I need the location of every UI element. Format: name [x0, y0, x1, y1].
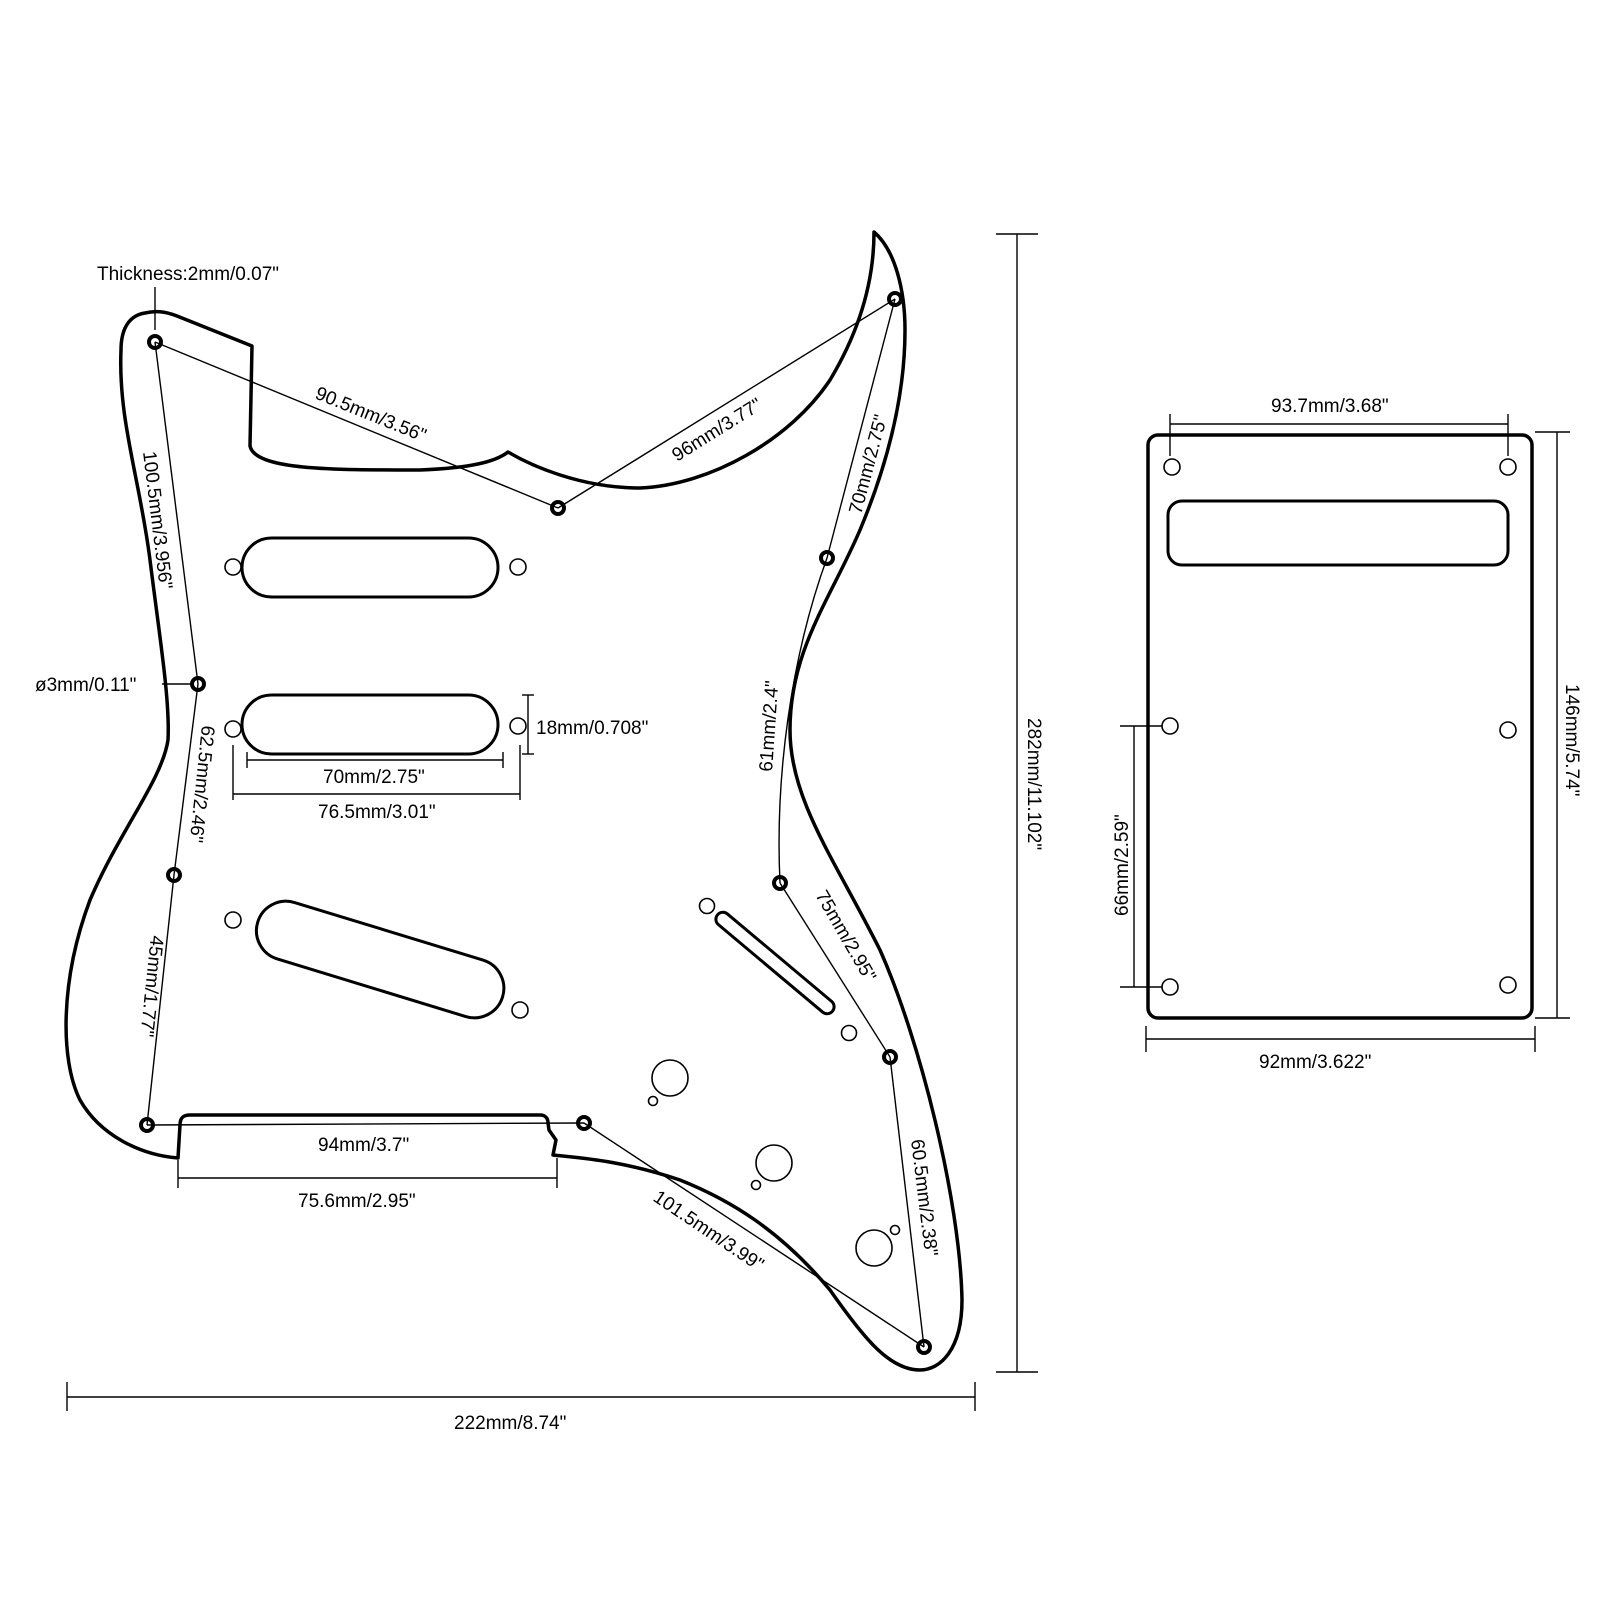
backplate-hole-span-dimension [1120, 725, 1162, 988]
switch-slot [714, 910, 836, 1016]
pot-pin-hole [647, 1095, 659, 1107]
right-lower-label: 75mm/2.95" [811, 887, 880, 986]
pickup-height-dimension [522, 694, 534, 755]
backplate-hole [1161, 717, 1179, 735]
backplate-top-span-dimension [1169, 414, 1509, 456]
overall-height-dimension [996, 233, 1038, 1373]
switch-screw-hole [698, 897, 716, 915]
pot-pin-hole [750, 1179, 762, 1191]
left-lower-label: 45mm/1.77" [135, 934, 167, 1037]
pickup-screw-hole [224, 911, 242, 929]
hole-diameter-label: ø3mm/0.11" [35, 675, 136, 696]
overall-width-label: 222mm/8.74" [454, 1413, 566, 1434]
backplate-height-dimension [1535, 431, 1570, 1019]
right-middle-label: 61mm/2.4" [756, 680, 783, 772]
pickup-screw-span-label: 76.5mm/3.01" [318, 802, 436, 823]
pickup-length-dimension [246, 752, 504, 768]
thickness-label: Thickness:2mm/0.07" [97, 264, 279, 285]
hole-span-lines [146, 298, 925, 1348]
backplate-height-label: 146mm/5.74" [1561, 684, 1582, 796]
pot-pin-hole [889, 1224, 901, 1236]
backplate-hole [1499, 458, 1517, 476]
backplate-hole [1163, 458, 1181, 476]
pickup-screw-hole [224, 558, 242, 576]
pickup-screw-hole [511, 1001, 529, 1019]
backplate-hole-span-label: 66mm/2.59" [1112, 814, 1133, 916]
jack-notch-label: 75.6mm/2.95" [298, 1191, 416, 1212]
backplate-width-dimension [1145, 1026, 1536, 1052]
neck-pickup-cutout [240, 536, 500, 599]
volume-pot-hole [651, 1059, 689, 1097]
tone1-pot-hole [755, 1144, 793, 1182]
tone2-pot-hole [855, 1229, 893, 1267]
pickup-length-label: 70mm/2.75" [323, 767, 425, 788]
middle-pickup-cutout [240, 693, 500, 756]
bridge-pickup-cutout [254, 899, 506, 1020]
pickguard-outline [64, 230, 964, 1372]
top-left-to-mid-label: 90.5mm/3.56" [312, 383, 429, 447]
backplate-slot [1166, 499, 1510, 567]
backplate-width-label: 92mm/3.622" [1259, 1052, 1371, 1073]
pickup-height-label: 18mm/0.708" [536, 718, 648, 739]
pickup-screw-hole [224, 720, 242, 738]
pickup-screw-span-dimension [232, 745, 521, 800]
overall-width-dimension [66, 1382, 976, 1411]
jack-notch-dimension [177, 1158, 558, 1188]
pickup-screw-hole [509, 717, 527, 735]
backplate-top-span-label: 93.7mm/3.68" [1271, 396, 1389, 417]
left-middle-label: 62.5mm/2.46" [185, 724, 218, 843]
backplate-hole [1161, 978, 1179, 996]
overall-height-label: 282mm/11.102" [1023, 718, 1044, 850]
backplate-hole [1499, 976, 1517, 994]
backplate-hole [1499, 721, 1517, 739]
bottom-straight-label: 94mm/3.7" [318, 1135, 409, 1156]
switch-screw-hole [840, 1024, 858, 1042]
pickup-screw-hole [509, 558, 527, 576]
